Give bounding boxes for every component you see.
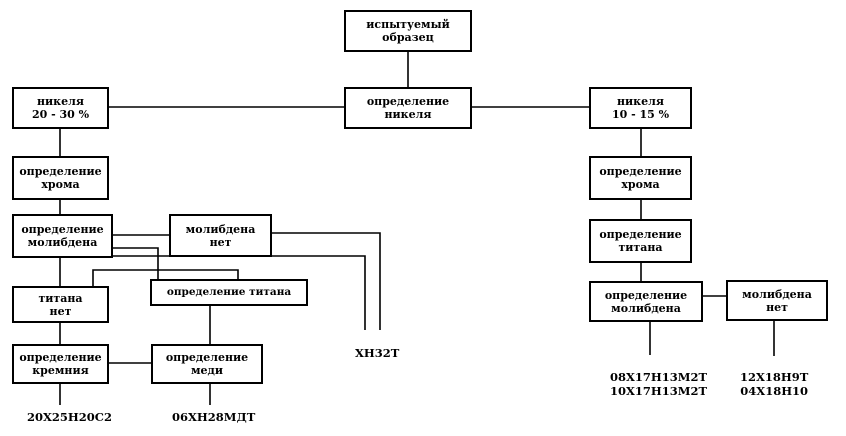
box-nickel-determination-label: определение никеля <box>366 95 450 121</box>
box-no-titanium: титана нет <box>12 286 109 323</box>
result-xn32t: ХН32Т <box>355 346 400 360</box>
box-copper-label: определение меди <box>165 351 249 377</box>
box-chromium-right-label: определение хрома <box>599 165 682 191</box>
box-copper: определение меди <box>151 344 263 384</box>
result-12-04-steels: 12Х18Н9Т 04Х18Н10 <box>740 370 809 398</box>
box-molybdenum-left-label: определение молибдена <box>21 223 104 249</box>
box-chromium-left-label: определение хрома <box>19 165 102 191</box>
connector-line <box>92 269 239 287</box>
box-molybdenum-right: определение молибдена <box>589 281 703 322</box>
box-test-sample-label: испытуемый образец <box>366 18 450 44</box>
box-titanium-right-label: определение титана <box>599 228 682 254</box>
box-titanium-right: определение титана <box>589 219 692 263</box>
connector-line <box>112 247 159 282</box>
box-no-titanium-label: титана нет <box>38 291 83 318</box>
box-silicon-label: определение кремния <box>19 351 102 377</box>
box-molybdenum-right-label: определение молибдена <box>604 288 688 315</box>
box-nickel-20-30: никеля 20 - 30 % <box>12 87 109 129</box>
connector-line <box>271 232 381 330</box>
box-no-molybdenum-left: молибдена нет <box>169 214 272 257</box>
box-titanium-determination-label: определение титана <box>166 286 292 298</box>
box-nickel-20-30-label: никеля 20 - 30 % <box>31 95 90 121</box>
box-no-molybdenum-left-label: молибдена нет <box>185 222 256 249</box>
box-silicon: определение кремния <box>12 344 109 384</box>
box-chromium-right: определение хрома <box>589 156 692 200</box>
box-nickel-10-15: никеля 10 - 15 % <box>589 87 692 129</box>
box-titanium-determination: определение титана <box>150 279 308 306</box>
box-no-molybdenum-right-label: молибдена нет <box>742 287 812 314</box>
result-08-10-steels: 08Х17Н13М2Т 10Х17Н13М2Т <box>610 370 708 398</box>
result-20x25n20s2: 20Х25Н20С2 <box>27 410 112 424</box>
box-nickel-10-15-label: никеля 10 - 15 % <box>611 95 670 121</box>
result-06xn28mdt: 06ХН28МДТ <box>172 410 256 424</box>
box-chromium-left: определение хрома <box>12 156 109 200</box>
box-molybdenum-left: определение молибдена <box>12 214 113 258</box>
box-nickel-determination: определение никеля <box>344 87 472 129</box>
box-test-sample: испытуемый образец <box>344 10 472 52</box>
box-no-molybdenum-right: молибдена нет <box>726 280 828 321</box>
